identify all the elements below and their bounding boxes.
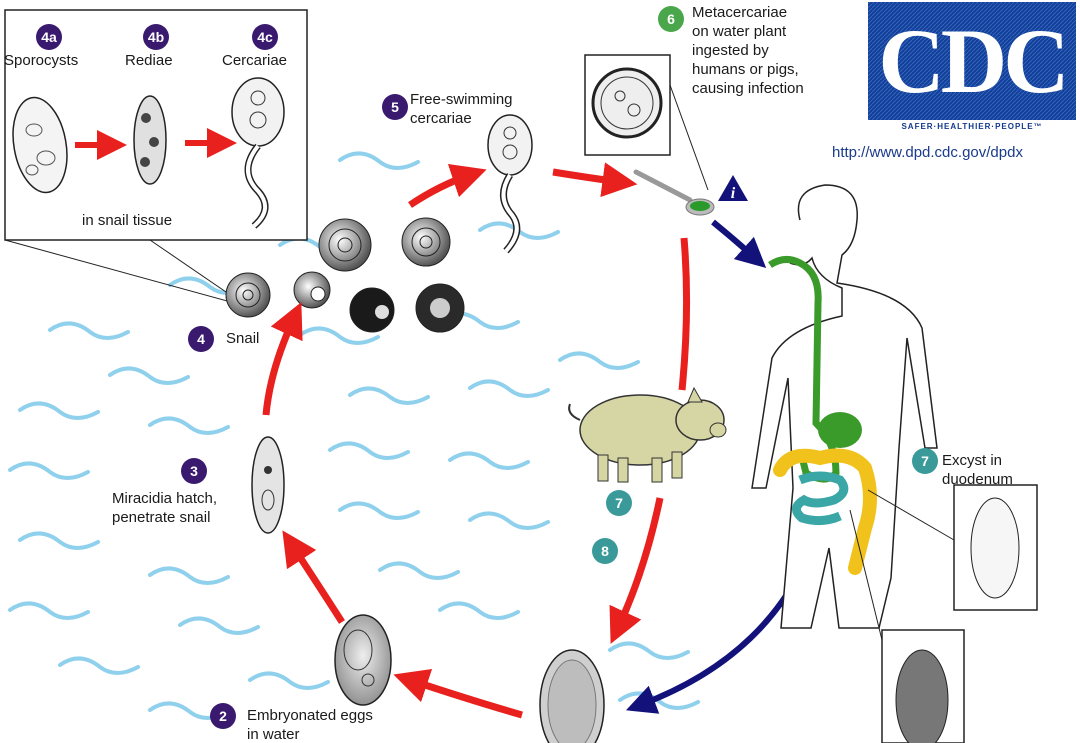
life-cycle-arrows bbox=[262, 162, 691, 719]
svg-text:i: i bbox=[731, 185, 736, 202]
label-duodenum: duodenum bbox=[942, 471, 1013, 488]
snail-group bbox=[225, 217, 465, 333]
label-in-water: in water bbox=[247, 726, 300, 743]
badge-7-pig: 7 bbox=[606, 490, 632, 516]
redia-illustration bbox=[133, 95, 167, 185]
label-snail: Snail bbox=[226, 330, 260, 347]
cdc-wordmark: CDC bbox=[878, 10, 1069, 112]
badge-6: 6 bbox=[658, 6, 684, 32]
label-on-water-plant: on water plant bbox=[692, 23, 787, 40]
label-embryonated-eggs: Embryonated eggs bbox=[247, 707, 373, 724]
label-penetrate-snail: penetrate snail bbox=[112, 509, 211, 526]
label-miracidia-hatch: Miracidia hatch, bbox=[112, 490, 218, 507]
metacercaria-illustration bbox=[591, 67, 663, 139]
unembryonated-egg-illustration bbox=[539, 649, 605, 743]
embryonated-egg-illustration bbox=[334, 614, 392, 706]
label-ingested-by: ingested by bbox=[692, 42, 769, 59]
label-humans-or-pigs: humans or pigs, bbox=[692, 61, 799, 78]
cdc-url[interactable]: http://www.dpd.cdc.gov/dpdx bbox=[832, 144, 1023, 161]
badge-4b: 4b bbox=[143, 24, 169, 50]
cdc-logo: CDC SAFER·HEALTHIER·PEOPLE™ bbox=[868, 2, 1076, 134]
badge-3: 3 bbox=[181, 458, 207, 484]
human-body-illustration bbox=[751, 184, 938, 629]
pig-illustration bbox=[568, 386, 727, 483]
badge-7: 7 bbox=[912, 448, 938, 474]
excyst-pointer bbox=[867, 489, 955, 541]
label-excyst-in: Excyst in bbox=[942, 452, 1003, 469]
spoon-with-water-plant bbox=[633, 169, 715, 216]
label-causing-infection: causing infection bbox=[692, 80, 804, 97]
badge-4c: 4c bbox=[252, 24, 278, 50]
cdc-tagline: SAFER·HEALTHIER·PEOPLE™ bbox=[901, 122, 1043, 131]
adult-fluke-pointer bbox=[849, 509, 883, 641]
badge-8-pig: 8 bbox=[592, 538, 618, 564]
label-metacercariae: Metacercariae bbox=[692, 4, 788, 21]
label-cercariae: Cercariae bbox=[222, 52, 288, 69]
metacercaria-pointer bbox=[669, 84, 709, 191]
cercaria-illustration bbox=[231, 77, 285, 229]
badge-4a: 4a bbox=[36, 24, 62, 50]
adult-fluke-illustration bbox=[895, 649, 949, 743]
label-cercariae-2: cercariae bbox=[410, 110, 472, 127]
label-in-snail-tissue: in snail tissue bbox=[82, 212, 173, 229]
sporocyst-illustration bbox=[12, 96, 68, 194]
label-rediae: Rediae bbox=[125, 52, 173, 69]
miracidium-illustration bbox=[251, 436, 285, 534]
free-swimming-cercaria-illustration bbox=[487, 114, 533, 254]
label-free-swimming: Free-swimming bbox=[410, 91, 513, 108]
cdc-logo-background bbox=[868, 2, 1076, 120]
inset-pointer-line bbox=[4, 239, 261, 311]
badge-4: 4 bbox=[188, 326, 214, 352]
excysted-fluke-illustration bbox=[970, 497, 1020, 599]
badge-5: 5 bbox=[382, 94, 408, 120]
badge-2: 2 bbox=[210, 703, 236, 729]
info-triangle-icon[interactable]: i bbox=[717, 174, 749, 202]
label-sporocysts: Sporocysts bbox=[4, 52, 79, 69]
